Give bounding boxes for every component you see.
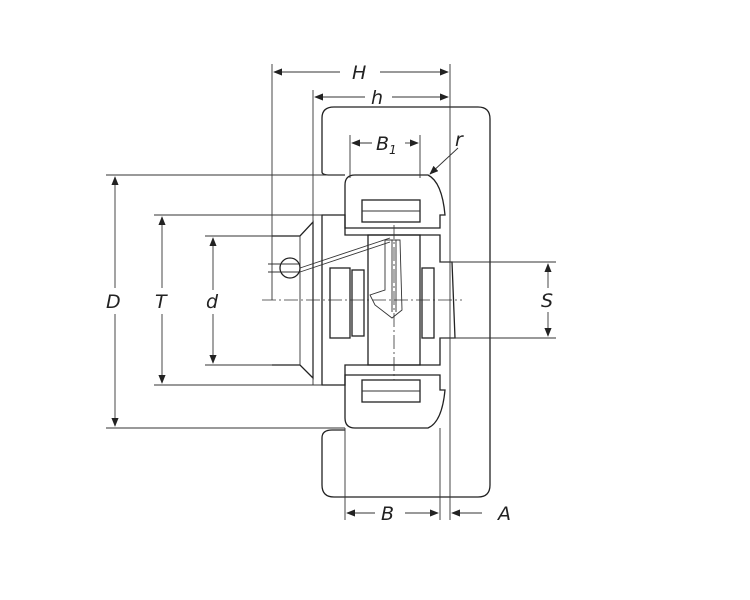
outer-ring [344, 174, 446, 429]
label-d: d [206, 291, 219, 313]
label-S: S [541, 290, 553, 312]
label-H: H [352, 62, 366, 84]
dimension-lines [111, 68, 552, 517]
extension-lines [106, 64, 556, 520]
label-B1: B1 [376, 133, 397, 157]
label-B1-sub: 1 [389, 143, 397, 157]
label-D: D [106, 291, 121, 313]
label-T: T [155, 291, 168, 313]
track-outline [321, 106, 491, 498]
label-B: B [381, 503, 394, 525]
label-r: r [455, 129, 464, 151]
label-B1-main: B [376, 133, 389, 155]
label-h: h [371, 87, 383, 109]
label-A: A [496, 503, 511, 525]
